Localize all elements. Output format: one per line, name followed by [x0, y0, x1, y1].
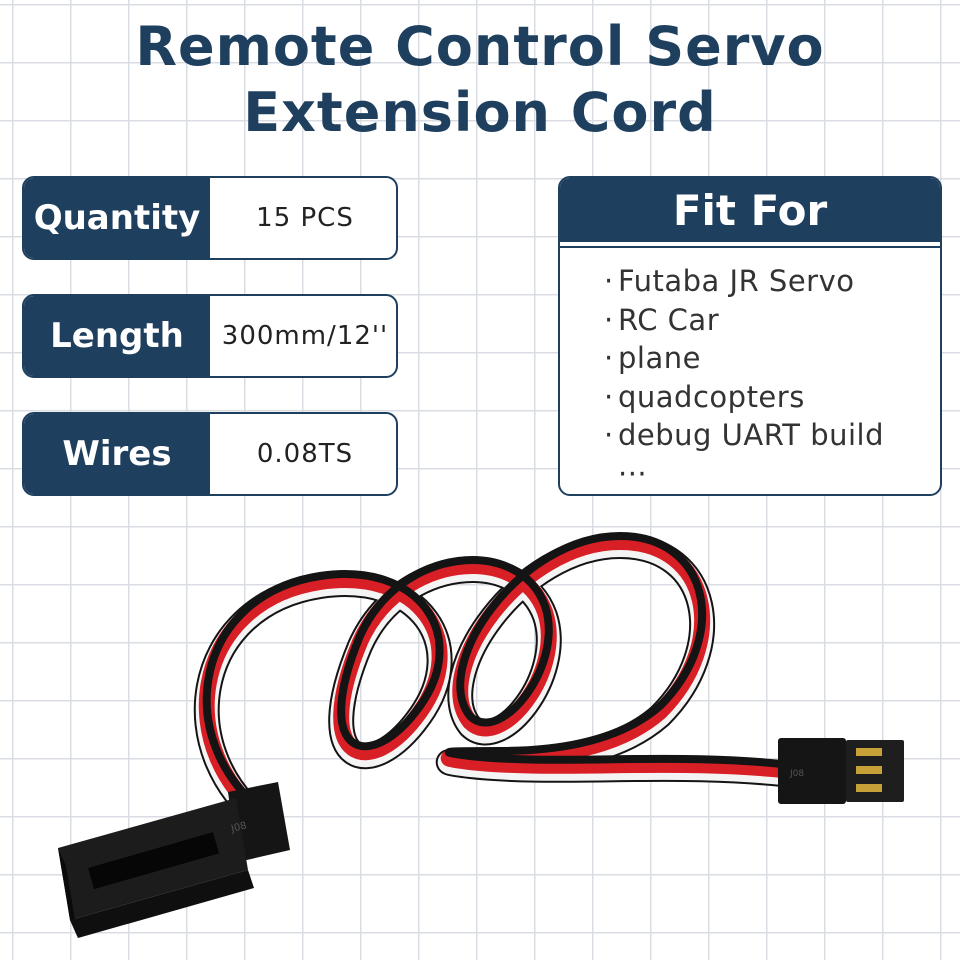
spec-value-length: 300mm/12''	[210, 296, 396, 376]
spec-quantity: Quantity 15 PCS	[22, 176, 398, 260]
spec-wires: Wires 0.08TS	[22, 412, 398, 496]
fit-for-item: ·plane	[604, 341, 701, 375]
female-connector: J08	[58, 782, 290, 938]
fit-for-panel: Fit For ·Futaba JR Servo ·RC Car ·plane …	[558, 176, 942, 496]
male-connector: J08	[778, 738, 904, 804]
spec-value-quantity: 15 PCS	[210, 178, 396, 258]
fit-for-item: ·quadcopters	[604, 379, 805, 414]
spec-label-wires: Wires	[24, 414, 210, 494]
page-title: Remote Control Servo Extension Cord	[0, 14, 960, 146]
fit-for-heading: Fit For	[560, 178, 940, 248]
spec-label-length: Length	[24, 296, 210, 376]
title-line-1: Remote Control Servo	[135, 15, 825, 78]
fit-for-list: ·Futaba JR Servo ·RC Car ·plane ·quadcop…	[604, 262, 884, 493]
spec-label-quantity: Quantity	[24, 178, 210, 258]
svg-text:J08: J08	[789, 769, 804, 779]
spec-length: Length 300mm/12''	[22, 294, 398, 378]
spec-value-wires: 0.08TS	[210, 414, 396, 494]
fit-for-item: ···	[618, 456, 648, 491]
title-line-2: Extension Cord	[243, 81, 717, 144]
fit-for-item: ·RC Car	[604, 302, 720, 337]
servo-extension-cable-image: J08 J08	[58, 520, 904, 938]
fit-for-item: ·debug UART build	[604, 418, 885, 452]
fit-for-item: ·Futaba JR Servo	[604, 264, 855, 298]
svg-text:J08: J08	[229, 820, 248, 835]
